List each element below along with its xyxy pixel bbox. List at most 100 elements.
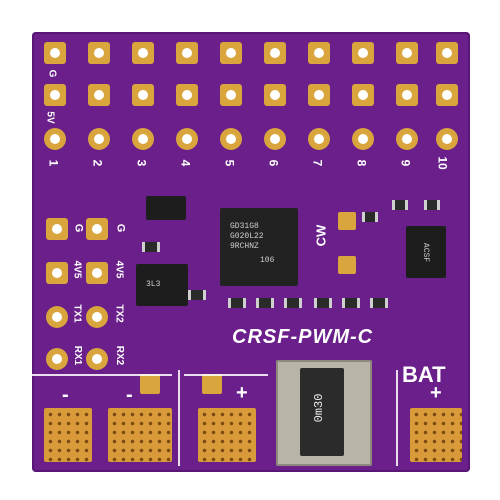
regulator-chip: 3L3 — [136, 264, 188, 306]
smd-component — [228, 298, 246, 308]
pad — [264, 84, 286, 106]
pad — [436, 128, 458, 150]
label-g-left: G — [72, 223, 85, 233]
smd-component — [256, 298, 274, 308]
smd-component — [284, 298, 302, 308]
mcu-chip: GD31G8 G020L22 9RCHNZ 106 — [220, 208, 298, 286]
pad-5v-right — [86, 262, 108, 284]
pad — [264, 128, 286, 150]
label-rx-right: RX2 — [114, 345, 126, 366]
pad — [176, 84, 198, 106]
plus-mid-label: + — [236, 382, 248, 404]
divider-line — [178, 370, 180, 466]
channel-label: 7 — [310, 159, 325, 167]
pad — [396, 42, 418, 64]
small-ic-marking: ACSF — [421, 242, 431, 263]
label-5v-left: 4V5 — [71, 260, 83, 279]
smd-component — [370, 298, 388, 308]
pad — [220, 84, 242, 106]
row-g-label: G — [46, 69, 58, 78]
shunt-inductor: 0m30 — [276, 360, 372, 466]
label-tx-left: TX1 — [71, 304, 83, 323]
channel-label: 4 — [178, 159, 193, 167]
divider-line — [396, 370, 398, 466]
cw-label: CW — [313, 224, 329, 247]
minus-mid-label: - — [126, 384, 133, 406]
pad — [88, 128, 110, 150]
pad-5v-left — [46, 262, 68, 284]
mcu-marking-1: GD31G8 — [230, 222, 259, 231]
mcu-marking-3: 9RCHNZ — [230, 242, 259, 251]
pad — [132, 84, 154, 106]
inductor-marking: 0m30 — [312, 393, 326, 423]
pad-g-right — [86, 218, 108, 240]
label-g-right: G — [114, 223, 127, 233]
pad — [436, 84, 458, 106]
pad — [264, 42, 286, 64]
smd-component — [424, 200, 440, 210]
pad-tx-left — [46, 306, 68, 328]
power-pad-minus-left — [44, 408, 92, 462]
pad — [396, 84, 418, 106]
pad — [220, 128, 242, 150]
pcb-board: G 5V 1 2 3 4 5 6 7 8 9 10 G G 4 — [32, 32, 470, 472]
pad — [308, 42, 330, 64]
smd-component — [314, 298, 332, 308]
pad — [88, 42, 110, 64]
channel-label: 9 — [398, 159, 413, 167]
channel-label: 5 — [222, 159, 237, 167]
test-pad — [338, 212, 356, 230]
mcu-marking-4: 106 — [260, 256, 275, 265]
pad-tx-right — [86, 306, 108, 328]
pad — [436, 42, 458, 64]
pad — [176, 128, 198, 150]
inductor-core: 0m30 — [300, 368, 344, 456]
row-5v-label: 5V — [44, 111, 56, 124]
pad — [220, 42, 242, 64]
smd-component — [362, 212, 378, 222]
pad — [132, 42, 154, 64]
regulator-marking: 3L3 — [146, 280, 161, 289]
divider-line — [32, 374, 172, 376]
pad — [44, 42, 66, 64]
pad — [352, 42, 374, 64]
smd-component — [188, 290, 206, 300]
pad — [308, 128, 330, 150]
pad — [176, 42, 198, 64]
pad-g-left — [46, 218, 68, 240]
label-rx-left: RX1 — [72, 345, 84, 366]
label-5v-right: 4V5 — [113, 260, 125, 279]
board-title: CRSF-PWM-C — [232, 326, 374, 348]
channel-label: 6 — [266, 159, 281, 167]
label-tx-right: TX2 — [113, 304, 125, 323]
pad — [132, 128, 154, 150]
pad-rx-right — [86, 348, 108, 370]
power-pad-minus-mid — [108, 408, 172, 462]
pad — [308, 84, 330, 106]
pad — [88, 84, 110, 106]
plus-bat-label: + — [430, 382, 442, 404]
smd-component — [392, 200, 408, 210]
pad — [44, 84, 66, 106]
channel-label: 1 — [46, 159, 61, 167]
divider-line — [184, 374, 268, 376]
pad — [352, 84, 374, 106]
pad — [396, 128, 418, 150]
channel-label: 8 — [354, 159, 369, 167]
channel-label: 3 — [134, 159, 149, 167]
bat-label: BAT — [402, 362, 446, 387]
smd-component — [142, 242, 160, 252]
test-pad — [338, 256, 356, 274]
channel-label: 10 — [435, 156, 450, 170]
small-ic: ACSF — [406, 226, 446, 278]
pad-rx-left — [46, 348, 68, 370]
channel-label: 2 — [90, 159, 105, 167]
sot-chip — [146, 196, 186, 220]
smd-component — [342, 298, 360, 308]
test-pad — [140, 374, 160, 394]
test-pad — [202, 374, 222, 394]
power-pad-plus-mid — [198, 408, 256, 462]
mcu-marking-2: G020L22 — [230, 232, 264, 241]
power-pad-plus-bat — [410, 408, 462, 462]
minus-left-label: - — [62, 384, 69, 406]
